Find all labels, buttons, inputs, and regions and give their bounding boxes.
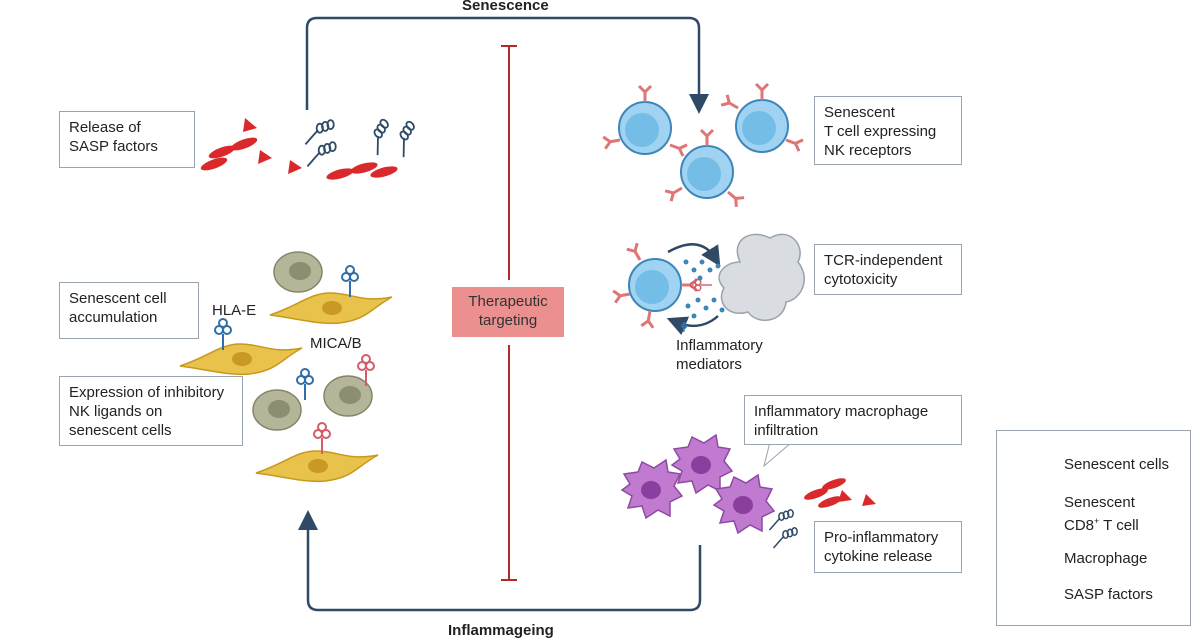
hla-e-label: HLA-E — [212, 302, 257, 319]
legend-macrophage: Macrophage — [1064, 550, 1148, 567]
inflammageing-arrow — [298, 510, 702, 612]
legend-sasp-factors: SASP factors — [1064, 586, 1153, 603]
senescence-arrow — [305, 16, 709, 114]
cytokine-release-box: Pro-inflammatory cytokine release — [814, 521, 962, 573]
legend-t-cell-sup: + — [1094, 516, 1100, 526]
legend: Senescent cells Senescent CD8+ T cell Ma… — [996, 430, 1191, 626]
senescent-cells-cluster — [179, 251, 393, 483]
cytotoxicity-scene — [611, 233, 805, 336]
macrophage-infiltration-box: Inflammatory macrophage infiltration — [744, 395, 962, 445]
legend-senescent-t-cell: Senescent CD8+ T cell — [1064, 493, 1139, 535]
therapeutic-targeting-box: Therapeutic targeting — [452, 287, 564, 337]
legend-t-cell-prefix: Senescent CD8 — [1064, 494, 1135, 534]
inflammatory-mediators-label: Inflammatory mediators — [676, 337, 763, 373]
infiltration-callout-pointer — [763, 441, 793, 468]
therapeutic-inhibition-line — [501, 45, 517, 581]
senescent-t-cell-box: Senescent T cell expressing NK receptors — [814, 96, 962, 165]
senescence-title: Senescence — [462, 0, 549, 14]
sasp-factors-cluster — [199, 117, 427, 182]
macrophage-cluster — [621, 434, 876, 549]
legend-t-cell-suffix: T cell — [1099, 517, 1139, 534]
tcr-independent-box: TCR-independent cytotoxicity — [814, 244, 962, 295]
mica-b-label: MICA/B — [310, 335, 362, 352]
senescent-t-cells-cluster — [601, 82, 805, 209]
inhibitory-ligands-box: Expression of inhibitory NK ligands on s… — [59, 376, 243, 446]
inflammageing-title: Inflammageing — [448, 622, 554, 639]
legend-senescent-cells: Senescent cells — [1064, 456, 1170, 473]
sasp-release-box: Release of SASP factors — [59, 111, 195, 168]
cell-accumulation-box: Senescent cell accumulation — [59, 282, 199, 339]
